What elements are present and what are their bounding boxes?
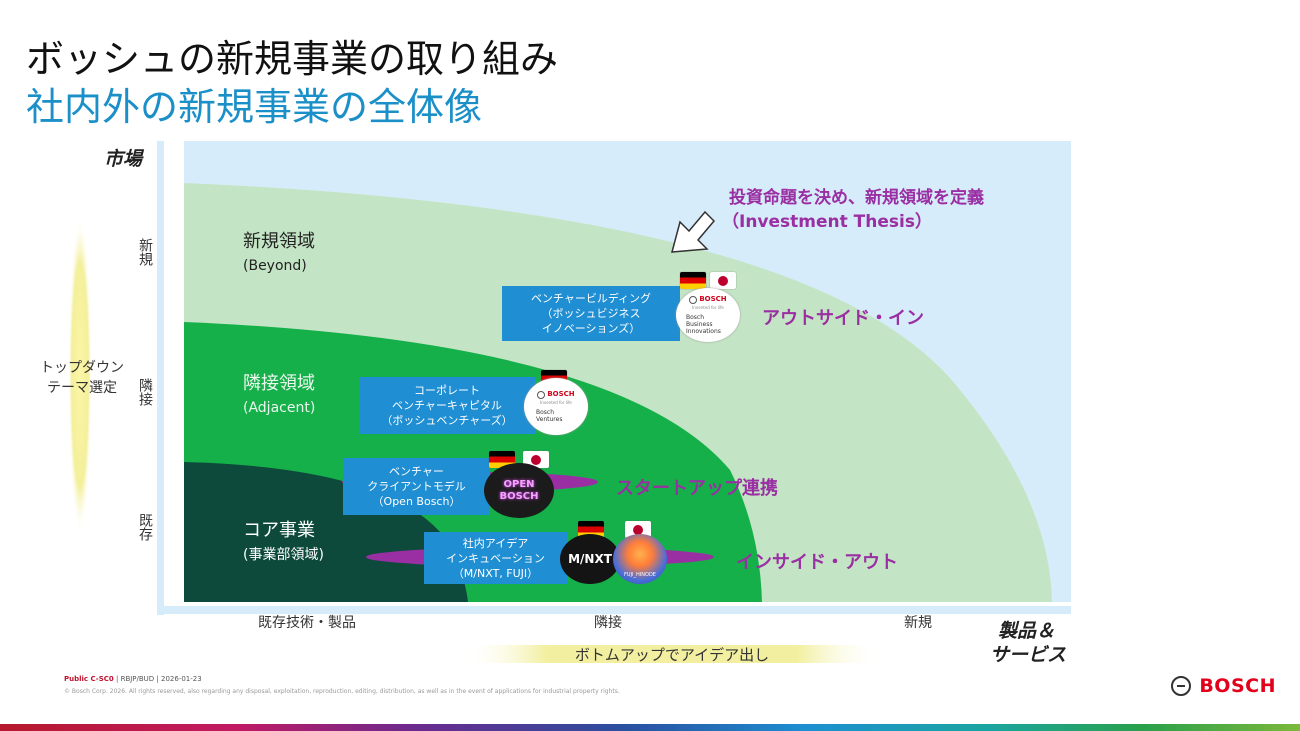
box-venture-building: ベンチャービルディング （ボッシュビジネス イノベーションズ） [502,286,680,341]
inside-out-label: インサイド・アウト [736,552,898,573]
footer-meta: Public C-SC0 | RBJP/BUD | 2026-01-23 [64,675,202,683]
box-venture-client-line1: ベンチャー [389,465,444,478]
bosch-ring-icon [689,295,698,304]
zone-beyond-title: 新規領域 (Beyond) [243,230,315,278]
bbi-logo-line2: Business [686,320,713,328]
zone-beyond-name: 新規領域 [243,231,315,252]
y-tick-existing: 既存 [137,513,153,541]
fuji-hinode-logo: FUJI_HINODE [613,534,667,584]
bbi-logo-head: BOSCH [689,295,727,304]
bv-logo-head: BOSCH [537,390,575,399]
flag-germany-icon [680,272,706,289]
bottomup-ellipse [462,645,882,663]
box-incubation-line2: インキュベーション [446,551,545,565]
zone-core-area [184,462,468,602]
x-tick-adjacent: 隣接 [594,615,622,631]
bbi-logo-line3: Innovations [686,327,721,335]
zone-adjacent-name: 隣接領域 [243,373,315,394]
topdown-label-line2: テーマ選定 [47,380,117,396]
thesis-arrow-icon [671,210,716,253]
mnxt-logo: M/NXT [560,534,620,584]
y-axis-title: 市場 [104,148,143,170]
footer-copyright: © Bosch Corp. 2026. All rights reserved,… [64,688,620,695]
box-venture-building-line3: イノベーションズ） [541,322,641,335]
zone-adjacent-title: 隣接領域 (Adjacent) [243,372,315,420]
x-axis-title-line1: 製品＆ [998,620,1056,642]
bottomup-label: ボトムアップでアイデア出し [574,646,770,664]
y-tick-adjacent: 隣接 [137,378,153,406]
box-venture-building-line1: ベンチャービルディング [530,292,652,305]
thesis-annotation-line1: 投資命題を決め、新規領域を定義 [729,188,984,208]
outside-in-label: アウトサイド・イン [762,308,924,329]
flag-germany-icon [578,521,604,538]
flag-japan-icon [710,272,736,289]
bosch-ring-icon [537,390,546,399]
flag-japan-icon [625,521,651,538]
bv-logo-tagline: Invented for life [540,399,572,405]
topdown-label-line1: トップダウン [40,360,124,376]
topdown-ellipse [68,215,92,535]
box-corporate-vc-line1: コーポレート [414,384,480,397]
x-axis-title-line2: サービス [990,644,1067,666]
box-venture-client: ベンチャー クライアントモデル （Open Bosch） [343,458,490,515]
bosch-business-innovations-logo: BOSCH Invented for life Bosch Business I… [676,288,740,342]
box-corporate-vc: コーポレート ベンチャーキャピタル （ボッシュベンチャーズ） [359,377,535,434]
open-bosch-logo: OPEN BOSCH [484,463,554,518]
x-axis-bar [157,606,1071,614]
bbi-logo-brand: BOSCH [699,295,727,303]
bbi-logo-line1: Bosch [686,313,705,321]
open-bosch-logo-line2: BOSCH [499,490,539,502]
bv-logo-brand: BOSCH [547,390,575,398]
box-venture-building-line2: （ボッシュビジネス [541,307,641,320]
bbi-logo-tagline: Invented for life [692,304,724,310]
zone-beyond-sub: (Beyond) [243,258,307,274]
y-axis-bar [157,141,164,615]
zone-core-name: コア事業 [243,520,315,541]
topdown-label: トップダウン テーマ選定 [30,358,134,398]
open-bosch-logo-line1: OPEN [503,478,535,490]
box-corporate-vc-line3: （ボッシュベンチャーズ） [381,414,513,427]
box-incubation-line1: 社内アイデア [462,536,529,550]
x-tick-existing: 既存技術・製品 [258,615,356,631]
bosch-wordmark: BOSCH [1199,675,1276,697]
page-subtitle: 社内外の新規事業の全体像 [26,85,483,129]
zone-core-sub: (事業部領域) [243,547,324,563]
bv-logo-line1: Bosch [536,408,555,416]
box-venture-client-line2: クライアントモデル [367,480,466,493]
bosch-brand: BOSCH [1171,675,1276,697]
footer-meta-text: | RBJP/BUD | 2026-01-23 [113,675,202,683]
zone-adjacent-sub: (Adjacent) [243,400,316,416]
brand-color-bar [0,724,1300,731]
footer-classification: Public C-SC0 [64,675,114,683]
thesis-annotation-line2: （Investment Thesis） [722,212,932,232]
zone-core-title: コア事業 (事業部領域) [243,519,324,567]
box-venture-client-line3: （Open Bosch） [372,495,461,508]
box-incubation: 社内アイデア インキュベーション （M/NXT, FUJI） [424,532,567,584]
y-tick-new: 新規 [137,238,153,266]
page-title: ボッシュの新規事業の取り組み [26,37,559,81]
startup-collab-label: スタートアップ連携 [616,478,778,499]
box-corporate-vc-line2: ベンチャーキャピタル [392,399,502,412]
bv-logo-line2: Ventures [536,415,563,423]
box-incubation-line3: （M/NXT, FUJI） [452,566,539,580]
x-tick-new: 新規 [904,615,932,631]
bosch-armature-icon [1171,676,1192,696]
bosch-ventures-logo: BOSCH Invented for life Bosch Ventures [524,378,588,435]
